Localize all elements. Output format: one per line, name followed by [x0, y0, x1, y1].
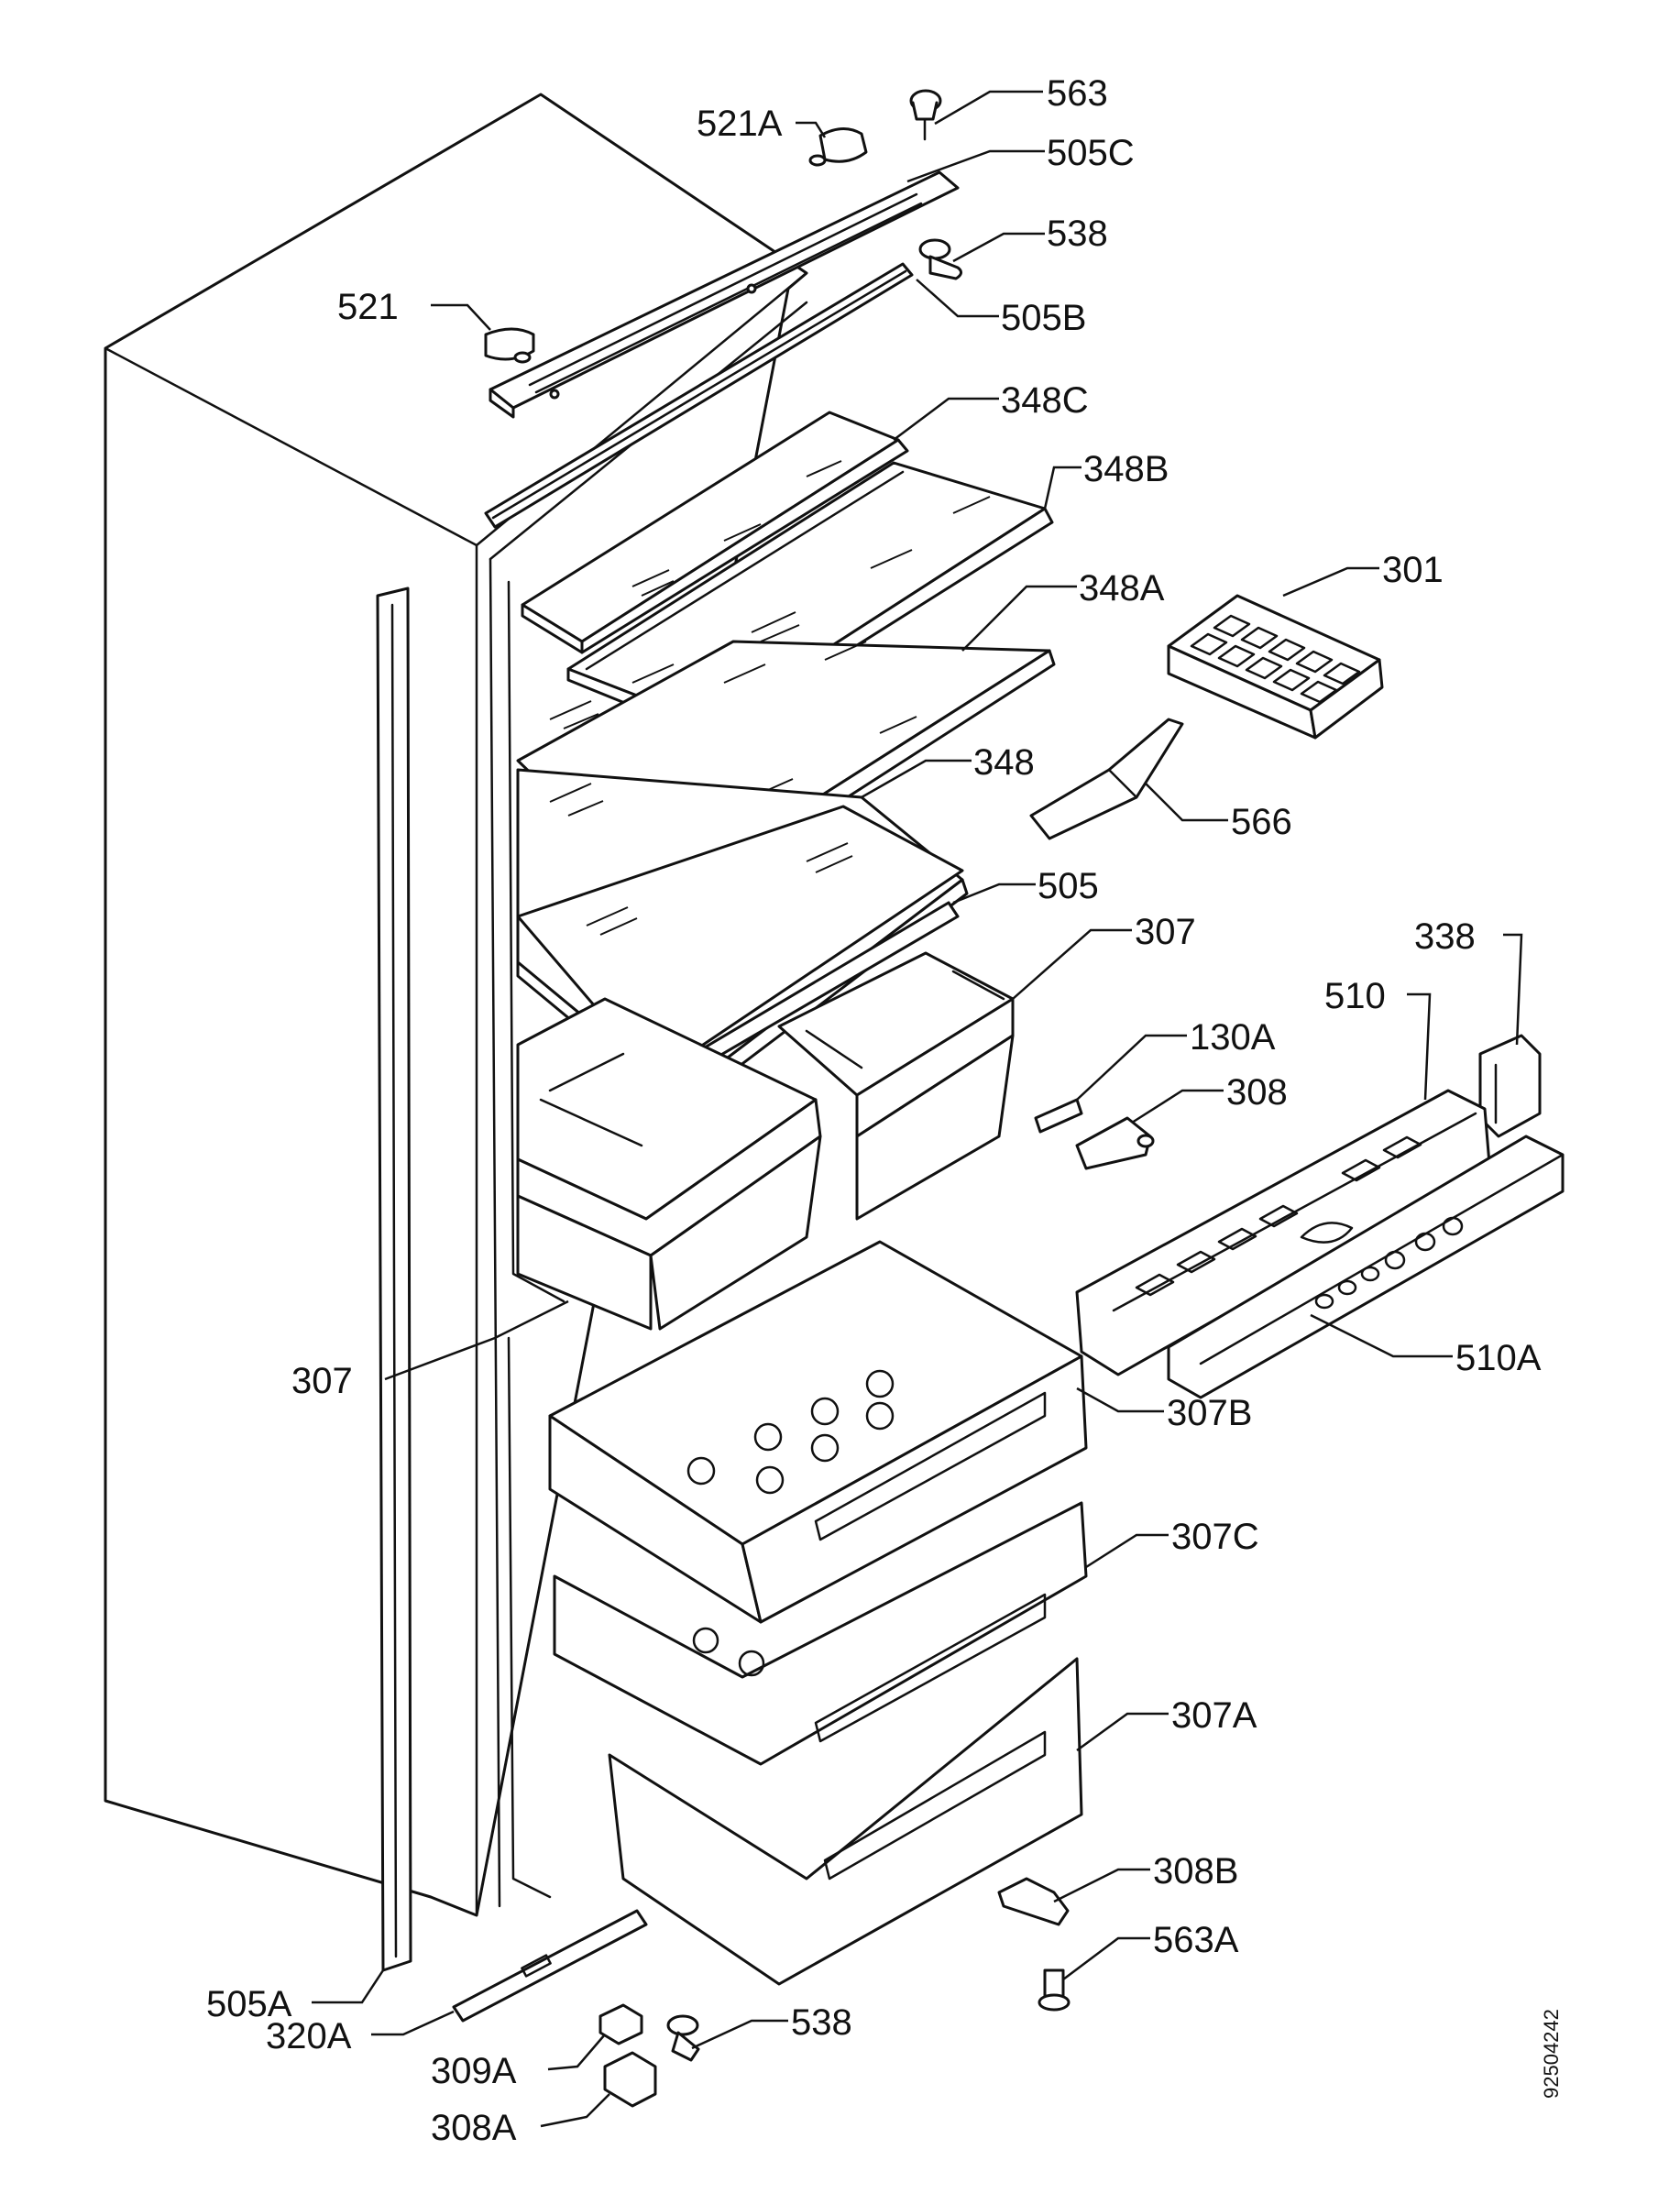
- hinge-308: [1075, 1116, 1155, 1170]
- label-348b: 348B: [1083, 449, 1169, 489]
- label-521a: 521A: [697, 104, 783, 144]
- leader-lines: [312, 90, 1523, 2128]
- hinge-308a: [603, 2051, 657, 2108]
- label-505b: 505B: [1001, 298, 1086, 338]
- label-307b: 307B: [1167, 1393, 1252, 1433]
- screw-563a: [1038, 1968, 1071, 2012]
- cap-338: [1478, 1034, 1542, 1138]
- label-307-left: 307: [291, 1361, 353, 1401]
- label-566: 566: [1231, 802, 1292, 842]
- label-307-right: 307: [1135, 912, 1196, 952]
- label-505c: 505C: [1047, 133, 1135, 173]
- label-348a: 348A: [1079, 568, 1165, 609]
- label-510a: 510A: [1455, 1338, 1542, 1378]
- gasket-strip-505b: [484, 262, 914, 529]
- hinge-308b: [997, 1877, 1070, 1926]
- cover-309a: [598, 2003, 643, 2045]
- label-301: 301: [1382, 550, 1444, 590]
- freezer-drawer-307a: [608, 1657, 1083, 1986]
- label-538-bottom: 538: [791, 2002, 852, 2043]
- label-309a: 309A: [431, 2051, 517, 2091]
- label-308: 308: [1226, 1072, 1288, 1113]
- label-308b: 308B: [1153, 1851, 1238, 1891]
- shelf-348c: [521, 411, 909, 654]
- hinge-cover-521: [484, 327, 535, 364]
- label-320a: 320A: [266, 2016, 352, 2056]
- label-538-top: 538: [1047, 214, 1108, 254]
- door-gasket-505a: [376, 587, 412, 1972]
- clip-130a: [1034, 1098, 1083, 1134]
- door-bar-510a: [1167, 1135, 1565, 1399]
- door-rack-510: [1075, 1089, 1491, 1376]
- ice-tray-301: [1167, 594, 1384, 740]
- hinge-538-bottom: [666, 2014, 700, 2062]
- label-307a: 307A: [1171, 1695, 1257, 1736]
- label-348: 348: [973, 742, 1035, 783]
- label-348c: 348C: [1001, 380, 1089, 421]
- freezer-drawer-307c: [553, 1501, 1088, 1766]
- hinge-cover-521a: [808, 127, 868, 167]
- top-rail-505c: [489, 170, 960, 419]
- label-307c: 307C: [1171, 1517, 1259, 1557]
- label-505a: 505A: [206, 1984, 292, 2024]
- hinge-538-top: [918, 238, 962, 280]
- freezer-drawer-307b: [548, 1240, 1088, 1624]
- label-505: 505: [1038, 866, 1099, 906]
- drawing-id: 92504242: [1540, 2009, 1563, 2099]
- crisper-307-left: [516, 997, 822, 1331]
- screw-563: [909, 89, 942, 141]
- label-521: 521: [337, 287, 399, 327]
- label-338: 338: [1414, 916, 1476, 957]
- label-130a: 130A: [1190, 1017, 1276, 1058]
- label-563: 563: [1047, 73, 1108, 114]
- label-308a: 308A: [431, 2108, 517, 2148]
- part-labels: 563 521A 505C 538 521 505B 348C 348B 301…: [206, 73, 1563, 2148]
- label-563a: 563A: [1153, 1920, 1239, 1960]
- ice-scraper-566: [1029, 718, 1184, 840]
- label-510: 510: [1324, 976, 1386, 1016]
- kick-plate-320a: [452, 1909, 648, 2023]
